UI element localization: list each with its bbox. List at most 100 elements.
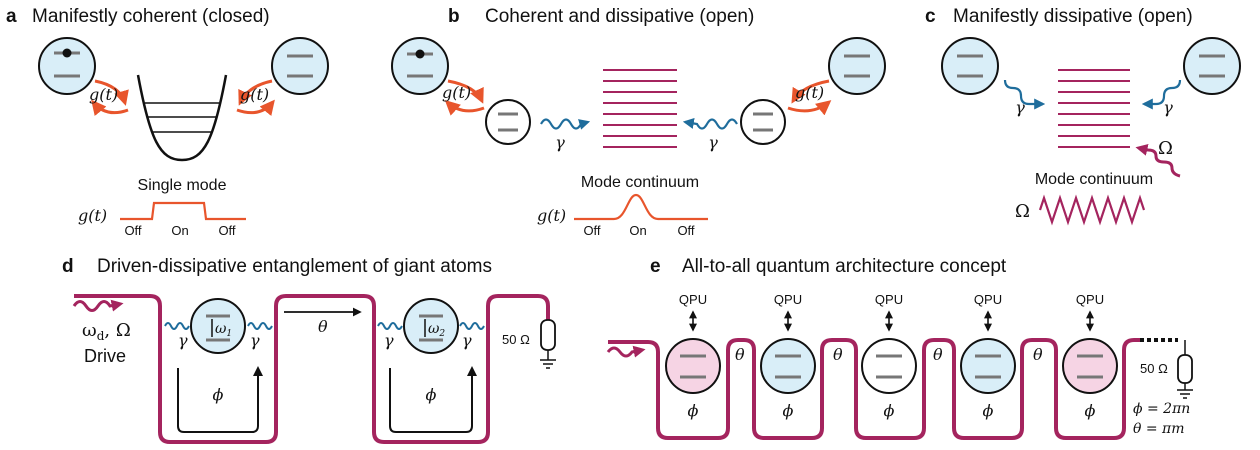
gamma-1r: γ — [250, 331, 260, 350]
atom-circle — [1062, 338, 1118, 394]
atom-circle — [960, 338, 1016, 394]
phi-right: ϕ — [426, 385, 437, 404]
condition-theta: θ = πm — [1133, 421, 1185, 437]
phase-arrow-1 — [177, 366, 263, 433]
decay-label-left-b: γ — [555, 133, 565, 152]
drive-legend-symbol: Ω — [1015, 201, 1030, 222]
coupling-arrow-left-b-back — [444, 99, 485, 116]
load-label-e: 50 Ω — [1140, 361, 1168, 376]
theta-e-1: θ — [735, 345, 745, 364]
panel-e-title: All-to-all quantum architecture concept — [682, 256, 1007, 277]
theta-e-4: θ — [1033, 345, 1043, 364]
load-resistor-e — [1177, 354, 1193, 384]
gamma-2l: γ — [384, 331, 394, 350]
pulse-off2-b: Off — [677, 223, 694, 238]
qpu-label: QPU — [679, 292, 707, 307]
coupling-arrow-right-b — [791, 79, 830, 104]
phi-left: ϕ — [213, 385, 224, 404]
decay-arrow-left-c — [1003, 79, 1046, 110]
qpu-node: QPU ϕ — [1062, 292, 1118, 420]
pulse-off1-a: Off — [124, 223, 141, 238]
qpu-node: QPU ϕ — [760, 292, 816, 420]
drive-arrow-d — [72, 299, 124, 312]
coupling-label-left: g(t) — [89, 85, 118, 104]
waveguide-e — [608, 338, 1140, 440]
qubit-left-c — [941, 37, 999, 95]
harmonic-potential — [136, 74, 228, 162]
gamma-1l: γ — [178, 331, 188, 350]
pulse-label-b: g(t) — [537, 206, 566, 225]
gamma-2r: γ — [462, 331, 472, 350]
coupling-arrow-left-back — [91, 99, 129, 117]
panel-c: c Manifestly dissipative (open) γ γ Ω — [925, 6, 1241, 226]
drive-arrow-c — [1135, 143, 1181, 178]
coupling-arrow-left-b — [447, 79, 484, 104]
drive-symbol-c: Ω — [1158, 138, 1173, 159]
coupling-label-right-b: g(t) — [795, 83, 824, 102]
phase-arrow-2 — [389, 366, 477, 433]
qubit-right-a — [271, 37, 329, 95]
panel-e-letter: e — [650, 256, 661, 277]
giant-atom-2: ω2 — [403, 298, 459, 354]
atom-circle — [760, 338, 816, 394]
panel-a-letter: a — [6, 6, 17, 27]
panel-b-title: Coherent and dissipative (open) — [485, 6, 754, 27]
qpu-node: QPU ϕ — [665, 292, 721, 420]
phi-label: ϕ — [1085, 401, 1096, 420]
panel-d: d Driven-dissipative entanglement of gia… — [62, 256, 556, 444]
panel-b: b Coherent and dissipative (open) g(t) — [391, 6, 886, 238]
panel-e: e All-to-all quantum architecture concep… — [606, 256, 1193, 440]
phi-label: ϕ — [983, 401, 994, 420]
resonator-left-b — [485, 99, 531, 145]
pulse-off1-b: Off — [583, 223, 600, 238]
excitation-dot — [62, 48, 72, 58]
decay-arrow-right-b — [682, 118, 738, 130]
load-label-d: 50 Ω — [502, 332, 530, 347]
mode-continuum-b — [603, 69, 677, 148]
theta-label-d: θ — [318, 317, 328, 336]
resonator-right-b — [740, 99, 786, 145]
decay-label-left-c: γ — [1015, 98, 1025, 117]
phi-label: ϕ — [884, 401, 895, 420]
qpu-node: QPU ϕ — [960, 292, 1016, 420]
atom2-freq: ω2 — [428, 321, 445, 339]
qpu-label: QPU — [974, 292, 1002, 307]
mode-continuum-c — [1058, 69, 1130, 148]
coupling-wiggle-2r — [459, 322, 485, 330]
giant-atom-1: ω1 — [190, 298, 246, 354]
theta-e-3: θ — [933, 345, 943, 364]
drive-label: Drive — [84, 346, 126, 366]
atom1-freq: ω1 — [215, 321, 232, 339]
decay-label-right-b: γ — [708, 133, 718, 152]
atom-circle — [665, 338, 721, 394]
qubit-left-b — [391, 37, 449, 95]
pulse-label-a: g(t) — [78, 206, 107, 225]
panel-c-title: Manifestly dissipative (open) — [953, 6, 1193, 27]
qpu-label: QPU — [1076, 292, 1104, 307]
pulse-off2-a: Off — [218, 223, 235, 238]
drive-freq: ωd, Ω — [82, 320, 131, 343]
mode-continuum-label-c: Mode continuum — [1035, 171, 1153, 188]
single-mode-label: Single mode — [138, 177, 227, 194]
qubit-left-a — [38, 37, 96, 95]
phi-label: ϕ — [688, 401, 699, 420]
panel-a-title: Manifestly coherent (closed) — [32, 6, 270, 27]
drive-arrow-e — [606, 345, 646, 358]
coupling-arrow-right-b-back — [787, 100, 832, 116]
panel-d-letter: d — [62, 256, 74, 277]
qubit-right-c — [1183, 37, 1241, 95]
panel-c-letter: c — [925, 6, 936, 27]
phi-label: ϕ — [783, 401, 794, 420]
pulse-square — [120, 201, 246, 221]
coupling-arrow-left — [94, 79, 129, 106]
panel-a: a Manifestly coherent (closed) g(t) g(t)… — [6, 6, 329, 238]
coupling-wiggle-2l — [377, 322, 403, 330]
pulse-gaussian — [574, 193, 708, 221]
atom-circle — [861, 338, 917, 394]
coupling-label-right: g(t) — [240, 85, 269, 104]
coupling-arrow-right — [238, 79, 273, 106]
qpu-label: QPU — [774, 292, 802, 307]
coupling-wiggle-1r — [247, 322, 273, 330]
